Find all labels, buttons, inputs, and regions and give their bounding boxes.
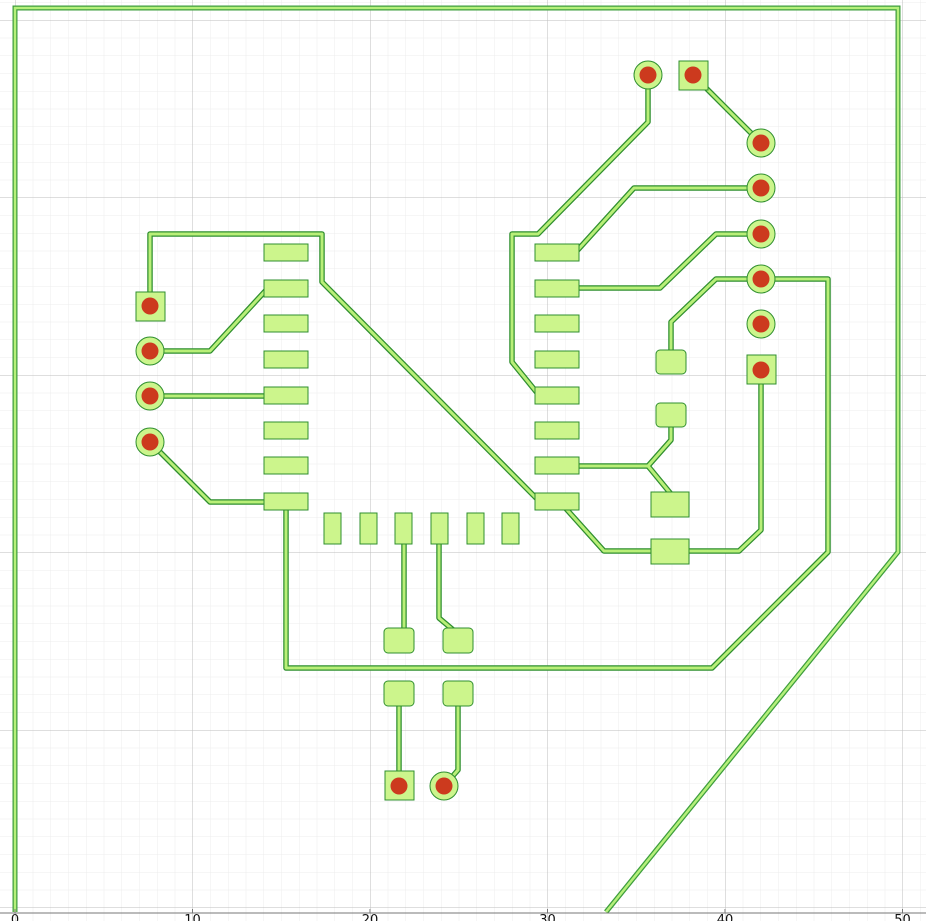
- ic-pad-r6[interactable]: [534, 421, 580, 440]
- drill-hole: [752, 225, 770, 243]
- ic-pad-l4[interactable]: [263, 350, 309, 369]
- passive-pad-3[interactable]: [650, 491, 690, 518]
- drill-hole: [752, 179, 770, 197]
- ic-pad-b2[interactable]: [359, 512, 378, 545]
- ic-pad-b4[interactable]: [430, 512, 449, 545]
- x-tick-label: 0: [11, 913, 19, 921]
- drill-hole: [684, 66, 702, 84]
- x-tick-label: 50: [894, 913, 911, 921]
- ic-pad-l7[interactable]: [263, 456, 309, 475]
- ic-pad-b1[interactable]: [323, 512, 342, 545]
- x-axis-ticks: [14, 909, 903, 913]
- drill-hole: [752, 134, 770, 152]
- ic-pad-r4[interactable]: [534, 350, 580, 369]
- ic-pad-r7[interactable]: [534, 456, 580, 475]
- ic-pad-r5[interactable]: [534, 386, 580, 405]
- x-tick-label: 20: [362, 913, 379, 921]
- ic-pad-r1[interactable]: [534, 243, 580, 262]
- drill-hole: [141, 342, 159, 360]
- drill-hole: [752, 270, 770, 288]
- top-header[interactable]: [633, 60, 709, 91]
- passive-pad-7[interactable]: [383, 680, 415, 707]
- passive-pad-1[interactable]: [655, 349, 687, 375]
- left-header[interactable]: [135, 291, 166, 457]
- x-tick-label: 40: [717, 913, 734, 921]
- bottom-header[interactable]: [384, 770, 459, 801]
- ic-pad-l6[interactable]: [263, 421, 309, 440]
- drill-hole: [435, 777, 453, 795]
- right-header[interactable]: [746, 128, 777, 385]
- ic-pad-r3[interactable]: [534, 314, 580, 333]
- passive-pad-8[interactable]: [442, 680, 474, 707]
- passive-pad-2[interactable]: [655, 402, 687, 428]
- ic-pad-r8[interactable]: [534, 492, 580, 511]
- ic-pad-l3[interactable]: [263, 314, 309, 333]
- ic-pad-b6[interactable]: [501, 512, 520, 545]
- ic-u1[interactable]: [263, 243, 580, 545]
- smd-passives[interactable]: [383, 349, 690, 707]
- drill-hole: [752, 315, 770, 333]
- ic-pad-l1[interactable]: [263, 243, 309, 262]
- through-hole-pads[interactable]: [135, 60, 777, 801]
- drill-hole: [390, 777, 408, 795]
- drill-hole: [752, 361, 770, 379]
- x-tick-label: 30: [539, 913, 556, 921]
- drill-hole: [141, 433, 159, 451]
- drill-hole: [141, 387, 159, 405]
- ic-pad-l5[interactable]: [263, 386, 309, 405]
- passive-pad-6[interactable]: [442, 627, 474, 654]
- ic-pad-b5[interactable]: [466, 512, 485, 545]
- x-tick-label: 10: [184, 913, 201, 921]
- passive-pad-4[interactable]: [650, 538, 690, 565]
- ic-pad-b3[interactable]: [394, 512, 413, 545]
- ic-pad-l8[interactable]: [263, 492, 309, 511]
- ic-pad-r2[interactable]: [534, 279, 580, 298]
- ic-pad-l2[interactable]: [263, 279, 309, 298]
- passive-pad-5[interactable]: [383, 627, 415, 654]
- x-axis: 0 10 20 30 40 50: [0, 909, 926, 921]
- drill-hole: [141, 297, 159, 315]
- drill-hole: [639, 66, 657, 84]
- board-outline[interactable]: [12, 5, 901, 914]
